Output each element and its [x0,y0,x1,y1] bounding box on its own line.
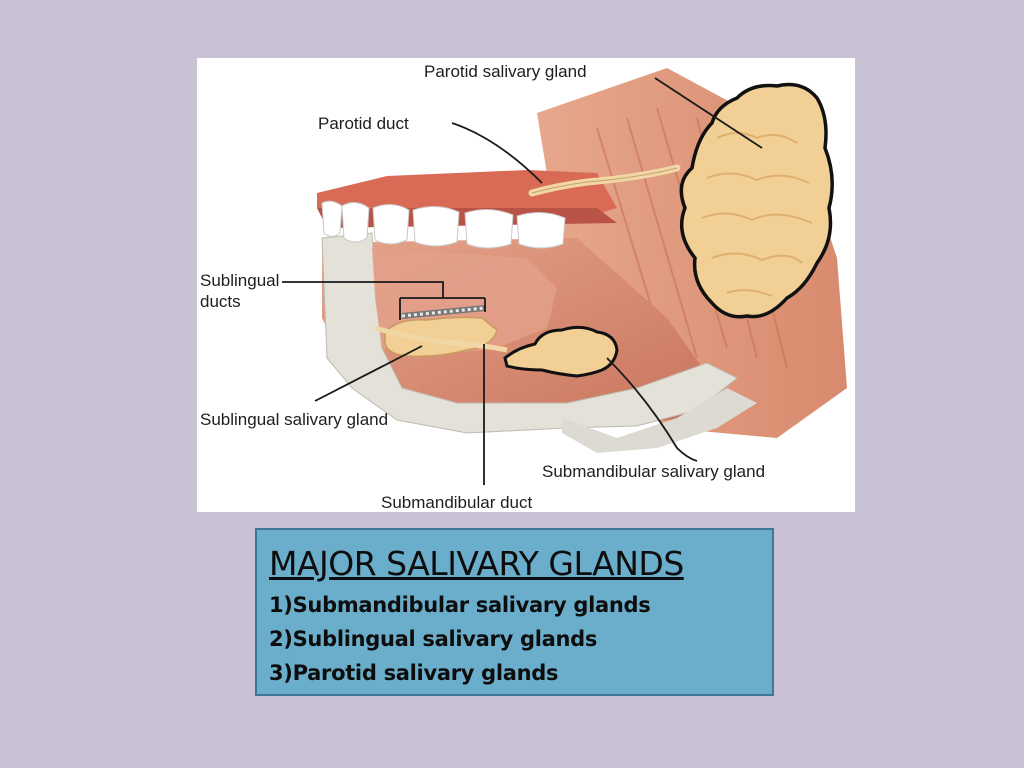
salivary-gland-diagram: Parotid salivary gland Parotid duct Subl… [197,58,855,512]
info-box: MAJOR SALIVARY GLANDS 1)Submandibular sa… [255,528,774,696]
label-sublingual-ducts-line1: Sublingual [200,271,279,290]
list-item: 2)Sublingual salivary glands [269,627,598,651]
list-item: 1)Submandibular salivary glands [269,593,651,617]
leader-sublingual-gland [314,345,423,402]
submandibular-duct [374,325,508,353]
label-sublingual-gland: Sublingual salivary gland [200,410,388,429]
leader-submandibular-gland [606,357,698,462]
label-parotid-duct: Parotid duct [318,114,409,133]
leader-parotid-duct [451,122,543,184]
label-parotid-gland: Parotid salivary gland [424,62,587,81]
info-title: MAJOR SALIVARY GLANDS [269,544,684,583]
label-submandibular-gland: Submandibular salivary gland [542,462,765,481]
label-sublingual-ducts-line2: ducts [200,292,241,311]
upper-teeth [321,200,566,249]
submandibular-gland [503,325,619,378]
label-submandibular-duct: Submandibular duct [381,493,532,512]
list-item: 3)Parotid salivary glands [269,661,559,685]
leader-parotid-gland [654,77,763,149]
leader-sublingual-ducts [282,281,486,320]
anatomy-illustration: Parotid salivary gland Parotid duct Subl… [200,62,847,512]
